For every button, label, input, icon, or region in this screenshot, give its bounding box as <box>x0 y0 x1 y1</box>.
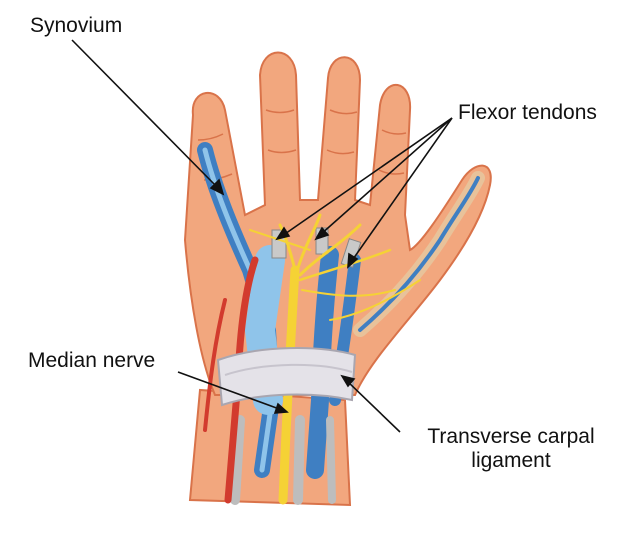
label-synovium: Synovium <box>30 14 123 37</box>
label-transverse-carpal-ligament: Transverse carpal ligament <box>405 425 617 473</box>
leader-lines <box>71 39 453 433</box>
transverse-carpal-ligament-band <box>216 347 357 407</box>
label-tcl-line1: Transverse carpal <box>427 425 595 448</box>
label-median-nerve: Median nerve <box>28 349 156 372</box>
label-flexor-tendons: Flexor tendons <box>458 101 597 124</box>
flexor-tendons <box>230 227 362 505</box>
label-tcl-line2: ligament <box>471 449 551 472</box>
